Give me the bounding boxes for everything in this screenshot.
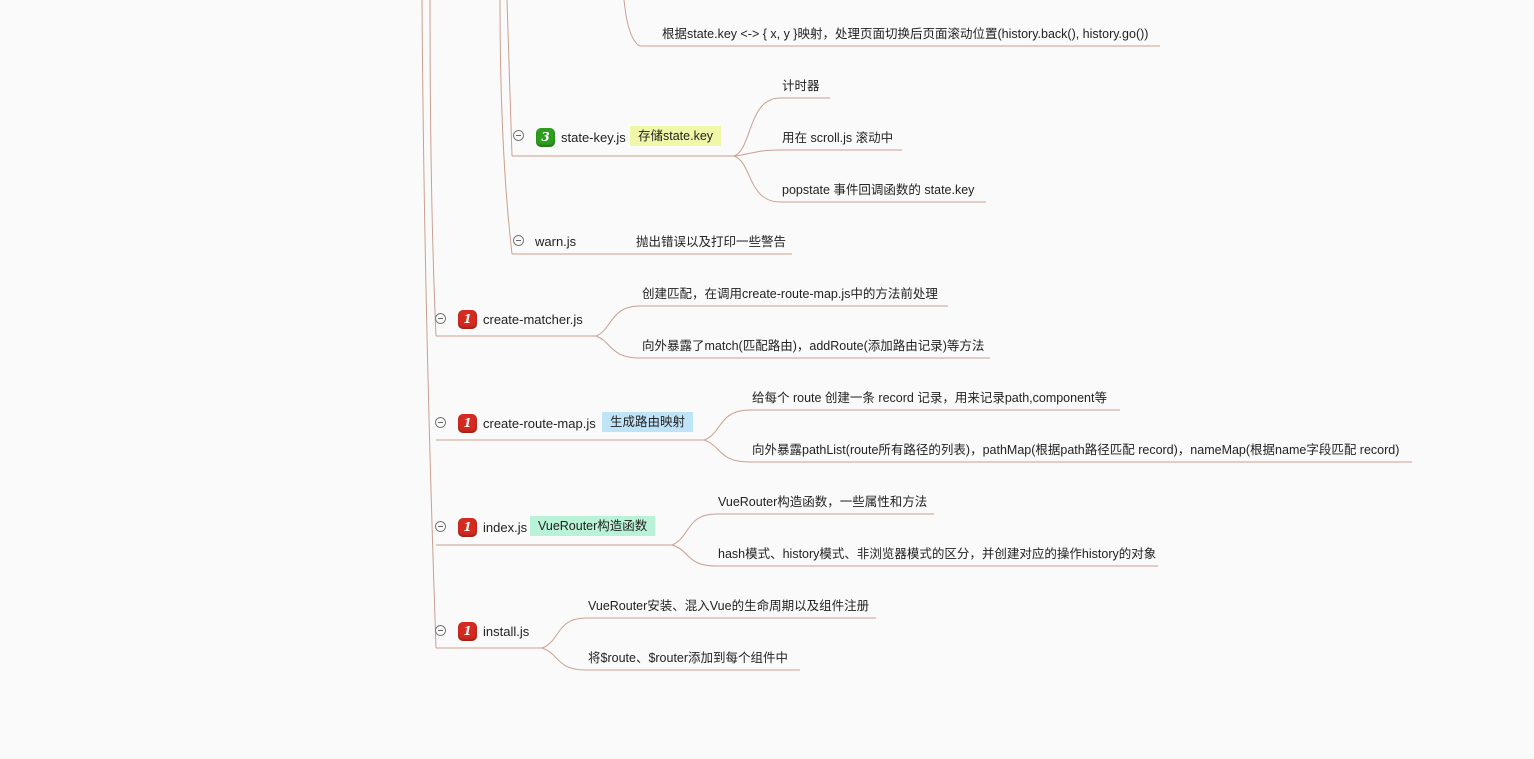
install-topic[interactable]: install.js xyxy=(483,624,530,639)
create-matcher-topic[interactable]: create-matcher.js xyxy=(483,312,583,327)
create-matcher-child-2[interactable]: 向外暴露了match(匹配路由)，addRoute(添加路由记录)等方法 xyxy=(642,339,985,353)
state-key-branch-3 xyxy=(733,155,781,203)
state-key-child-popstate[interactable]: popstate 事件回调函数的 state.key xyxy=(782,183,975,197)
install-branch-1 xyxy=(541,617,587,649)
state-key-branch-2 xyxy=(733,149,781,157)
create-route-map-child-1[interactable]: 给每个 route 创建一条 record 记录，用来记录path,compon… xyxy=(752,391,1107,405)
utils-trunk-line xyxy=(499,0,513,255)
warn-collapse-toggle[interactable] xyxy=(513,235,524,246)
index-collapse-toggle[interactable] xyxy=(435,521,446,532)
state-key-label-tag: 存储state.key xyxy=(630,126,722,146)
state-key-child-scroll[interactable]: 用在 scroll.js 滚动中 xyxy=(782,131,894,145)
utils-trunk-line-2 xyxy=(506,0,513,157)
state-key-collapse-toggle[interactable] xyxy=(513,130,524,141)
create-route-map-branch-1 xyxy=(703,409,751,441)
index-label-tag: VueRouter构造函数 xyxy=(530,516,656,536)
index-branch-1 xyxy=(671,513,717,546)
priority-1-icon: 1 xyxy=(458,622,477,641)
install-branch-2 xyxy=(541,647,587,671)
create-route-map-branch-2 xyxy=(703,439,751,463)
install-collapse-toggle[interactable] xyxy=(435,625,446,636)
create-matcher-branch-2 xyxy=(595,335,641,359)
warn-note[interactable]: 抛出错误以及打印一些警告 xyxy=(636,235,787,249)
install-child-1[interactable]: VueRouter安装、混入Vue的生命周期以及组件注册 xyxy=(588,599,870,613)
priority-1-icon: 1 xyxy=(458,414,477,433)
scroll-child-connector xyxy=(623,0,641,47)
create-route-map-child-2[interactable]: 向外暴露pathList(route所有路径的列表)，pathMap(根据pat… xyxy=(752,443,1400,457)
trunk-line-inner xyxy=(429,0,437,337)
index-topic[interactable]: index.js xyxy=(483,520,528,535)
state-key-topic[interactable]: state-key.js xyxy=(561,130,626,145)
priority-1-icon: 1 xyxy=(458,310,477,329)
priority-1-icon: 1 xyxy=(458,518,477,537)
create-route-map-topic[interactable]: create-route-map.js xyxy=(483,416,596,431)
index-child-2[interactable]: hash模式、history模式、非浏览器模式的区分，并创建对应的操作histo… xyxy=(718,547,1157,561)
index-child-1[interactable]: VueRouter构造函数，一些属性和方法 xyxy=(718,495,928,509)
scroll-history-note: 根据state.key <-> { x, y }映射，处理页面切换后页面滚动位置… xyxy=(662,27,1149,41)
create-matcher-child-1[interactable]: 创建匹配，在调用create-route-map.js中的方法前处理 xyxy=(642,287,938,301)
state-key-branch-1 xyxy=(733,97,781,157)
index-branch-2 xyxy=(671,544,717,567)
state-key-child-timer[interactable]: 计时器 xyxy=(782,79,820,93)
create-matcher-collapse-toggle[interactable] xyxy=(435,313,446,324)
priority-3-icon: 3 xyxy=(536,128,555,147)
create-route-map-collapse-toggle[interactable] xyxy=(435,417,446,428)
create-route-map-label-tag: 生成路由映射 xyxy=(602,412,694,432)
create-matcher-branch-1 xyxy=(595,305,641,337)
warn-topic[interactable]: warn.js xyxy=(535,234,577,249)
install-child-2[interactable]: 将$route、$router添加到每个组件中 xyxy=(588,651,789,665)
trunk-line xyxy=(421,0,437,649)
